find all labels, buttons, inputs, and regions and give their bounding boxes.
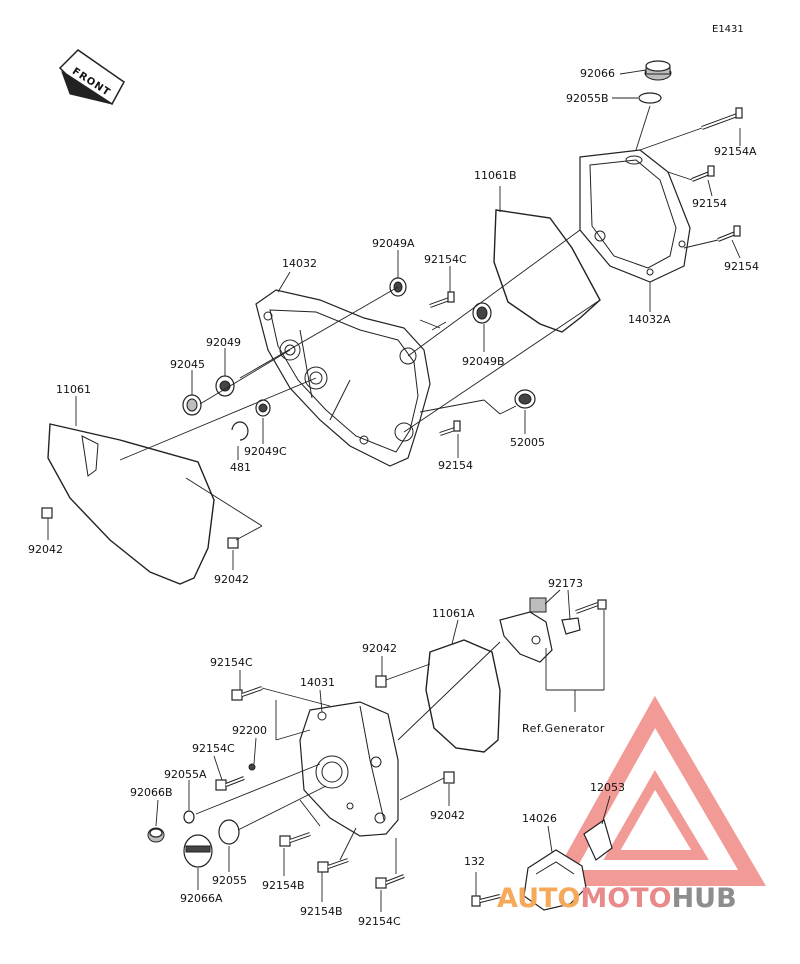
part-92055B-oring <box>638 92 662 104</box>
part-92049C-seal <box>255 399 271 417</box>
label-92042-b: 92042 <box>214 573 249 586</box>
alignment-lines-bottom <box>195 641 501 831</box>
part-generator-bolt <box>575 599 607 614</box>
part-92042-dowel-d <box>443 771 455 784</box>
part-92200-washer <box>248 763 256 771</box>
part-14032-crankcase <box>255 289 431 467</box>
label-92055A: 92055A <box>164 768 207 781</box>
part-92066B-plug <box>147 827 165 843</box>
part-92042-dowel-b <box>227 537 239 549</box>
part-11061-gasket <box>47 423 215 585</box>
part-11061A-gasket <box>425 639 501 753</box>
part-92045-bearing <box>182 394 202 416</box>
label-92154C-b1: 92154C <box>210 656 253 669</box>
part-92154B-bolt-1 <box>279 832 311 847</box>
part-92055A-oring <box>183 810 195 824</box>
part-92154C-bolt-b2 <box>215 776 245 791</box>
label-92154C-top: 92154C <box>424 253 467 266</box>
watermark-hub: HUB <box>671 883 737 914</box>
label-92200: 92200 <box>232 724 267 737</box>
part-14032A-cover <box>579 149 691 283</box>
part-92154C-bolt-bot <box>375 874 405 889</box>
part-11061B-gasket <box>493 209 601 333</box>
label-92055: 92055 <box>212 874 247 887</box>
label-92154-mid: 92154 <box>438 459 473 472</box>
label-14032A: 14032A <box>628 313 671 326</box>
part-92173-clamp <box>561 617 581 635</box>
front-arrow <box>58 49 125 106</box>
part-92154C-bolt-top <box>429 291 455 308</box>
label-52005: 52005 <box>510 436 545 449</box>
part-92042-dowel-a <box>41 507 53 519</box>
label-92042-a: 92042 <box>28 543 63 556</box>
part-92042-dowel-c <box>375 675 387 688</box>
gasket-11061-tab <box>81 435 99 477</box>
label-92154B-1: 92154B <box>262 879 305 892</box>
label-92042-c: 92042 <box>362 642 397 655</box>
label-92042-d: 92042 <box>430 809 465 822</box>
diagram-code: E1431 <box>712 24 744 35</box>
label-11061: 11061 <box>56 383 91 396</box>
part-92049-seal <box>215 375 235 397</box>
label-92154A: 92154A <box>714 145 757 158</box>
part-92154A-bolt <box>701 107 743 130</box>
part-92049B-seal <box>472 302 492 324</box>
part-52005-seal <box>514 389 536 409</box>
label-92154C-bot: 92154C <box>358 915 401 928</box>
label-11061B: 11061B <box>474 169 517 182</box>
label-92173: 92173 <box>548 577 583 590</box>
part-92055-oring <box>218 819 240 845</box>
label-92154C-b2: 92154C <box>192 742 235 755</box>
part-92154-bolt-r1 <box>691 165 715 182</box>
label-11061A: 11061A <box>432 607 475 620</box>
label-92154-r2: 92154 <box>724 260 759 273</box>
part-92066-plug <box>644 60 672 81</box>
part-92154-bolt-r2 <box>717 225 741 242</box>
part-generator-bracket <box>499 597 553 663</box>
part-92154C-bolt-b1 <box>231 686 263 701</box>
label-14026: 14026 <box>522 812 557 825</box>
label-92154-r1: 92154 <box>692 197 727 210</box>
label-92045: 92045 <box>170 358 205 371</box>
watermark-logo <box>548 695 766 886</box>
part-12053-plate <box>583 819 613 861</box>
label-92049C: 92049C <box>244 445 287 458</box>
part-132-bolt <box>471 894 501 907</box>
leader-lines-top <box>47 69 741 570</box>
label-14031: 14031 <box>300 676 335 689</box>
part-14031-cover <box>299 701 399 837</box>
label-92066B: 92066B <box>130 786 173 799</box>
alignment-lines-top <box>119 127 719 461</box>
part-92154-bolt-mid <box>439 420 461 436</box>
label-12053: 12053 <box>590 781 625 794</box>
label-92049A: 92049A <box>372 237 415 250</box>
watermark-moto: MOTO <box>580 883 672 914</box>
label-92055B: 92055B <box>566 92 609 105</box>
label-92049: 92049 <box>206 336 241 349</box>
ref-generator-label: Ref.Generator <box>522 722 605 735</box>
label-92066A: 92066A <box>180 892 223 905</box>
part-14026-guide <box>523 849 587 911</box>
label-481: 481 <box>230 461 251 474</box>
part-92154B-bolt-2 <box>317 858 349 873</box>
label-92154B-2: 92154B <box>300 905 343 918</box>
watermark-text: AUTOMOTOHUB <box>497 883 737 914</box>
label-14032: 14032 <box>282 257 317 270</box>
part-92066A-cap <box>183 834 213 868</box>
watermark-auto: AUTO <box>497 883 581 914</box>
label-92049B: 92049B <box>462 355 505 368</box>
label-132: 132 <box>464 855 485 868</box>
label-92066: 92066 <box>580 67 615 80</box>
part-481-circlip <box>231 421 249 441</box>
leader-lines-bottom <box>155 589 611 912</box>
